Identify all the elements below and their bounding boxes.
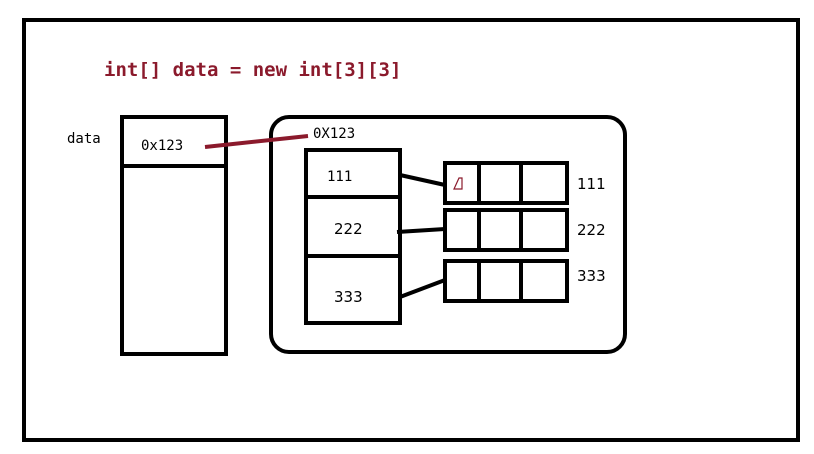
heap-container: [269, 115, 627, 354]
inner-array-label-3: 333: [577, 267, 606, 285]
outer-frame: [22, 18, 800, 442]
pointer-row-1: [399, 173, 446, 187]
pointer-row-2: [396, 227, 446, 234]
pointer-row-3: [399, 278, 446, 299]
code-statement: int[] data = new int[3][3]: [104, 59, 402, 81]
pointer-data-to-heap: [204, 134, 309, 149]
inner-array-label-2: 222: [577, 221, 606, 239]
stack-box: [120, 115, 228, 356]
stack-variable-name: data: [67, 131, 101, 147]
inner-array-3: [443, 259, 569, 303]
outer-array: [304, 148, 402, 325]
inner-array-1: [443, 161, 569, 205]
inner-array-2: [443, 208, 569, 252]
stack-variable-value: 0x123: [141, 138, 184, 154]
inner-array-label-1: 111: [577, 175, 606, 193]
outer-array-value-2: 222: [334, 220, 363, 238]
outer-array-value-3: 333: [334, 288, 363, 306]
outer-array-value-1: 111: [327, 169, 353, 185]
heap-address-label: 0X123: [313, 126, 356, 142]
text-cursor-icon: [453, 177, 463, 190]
